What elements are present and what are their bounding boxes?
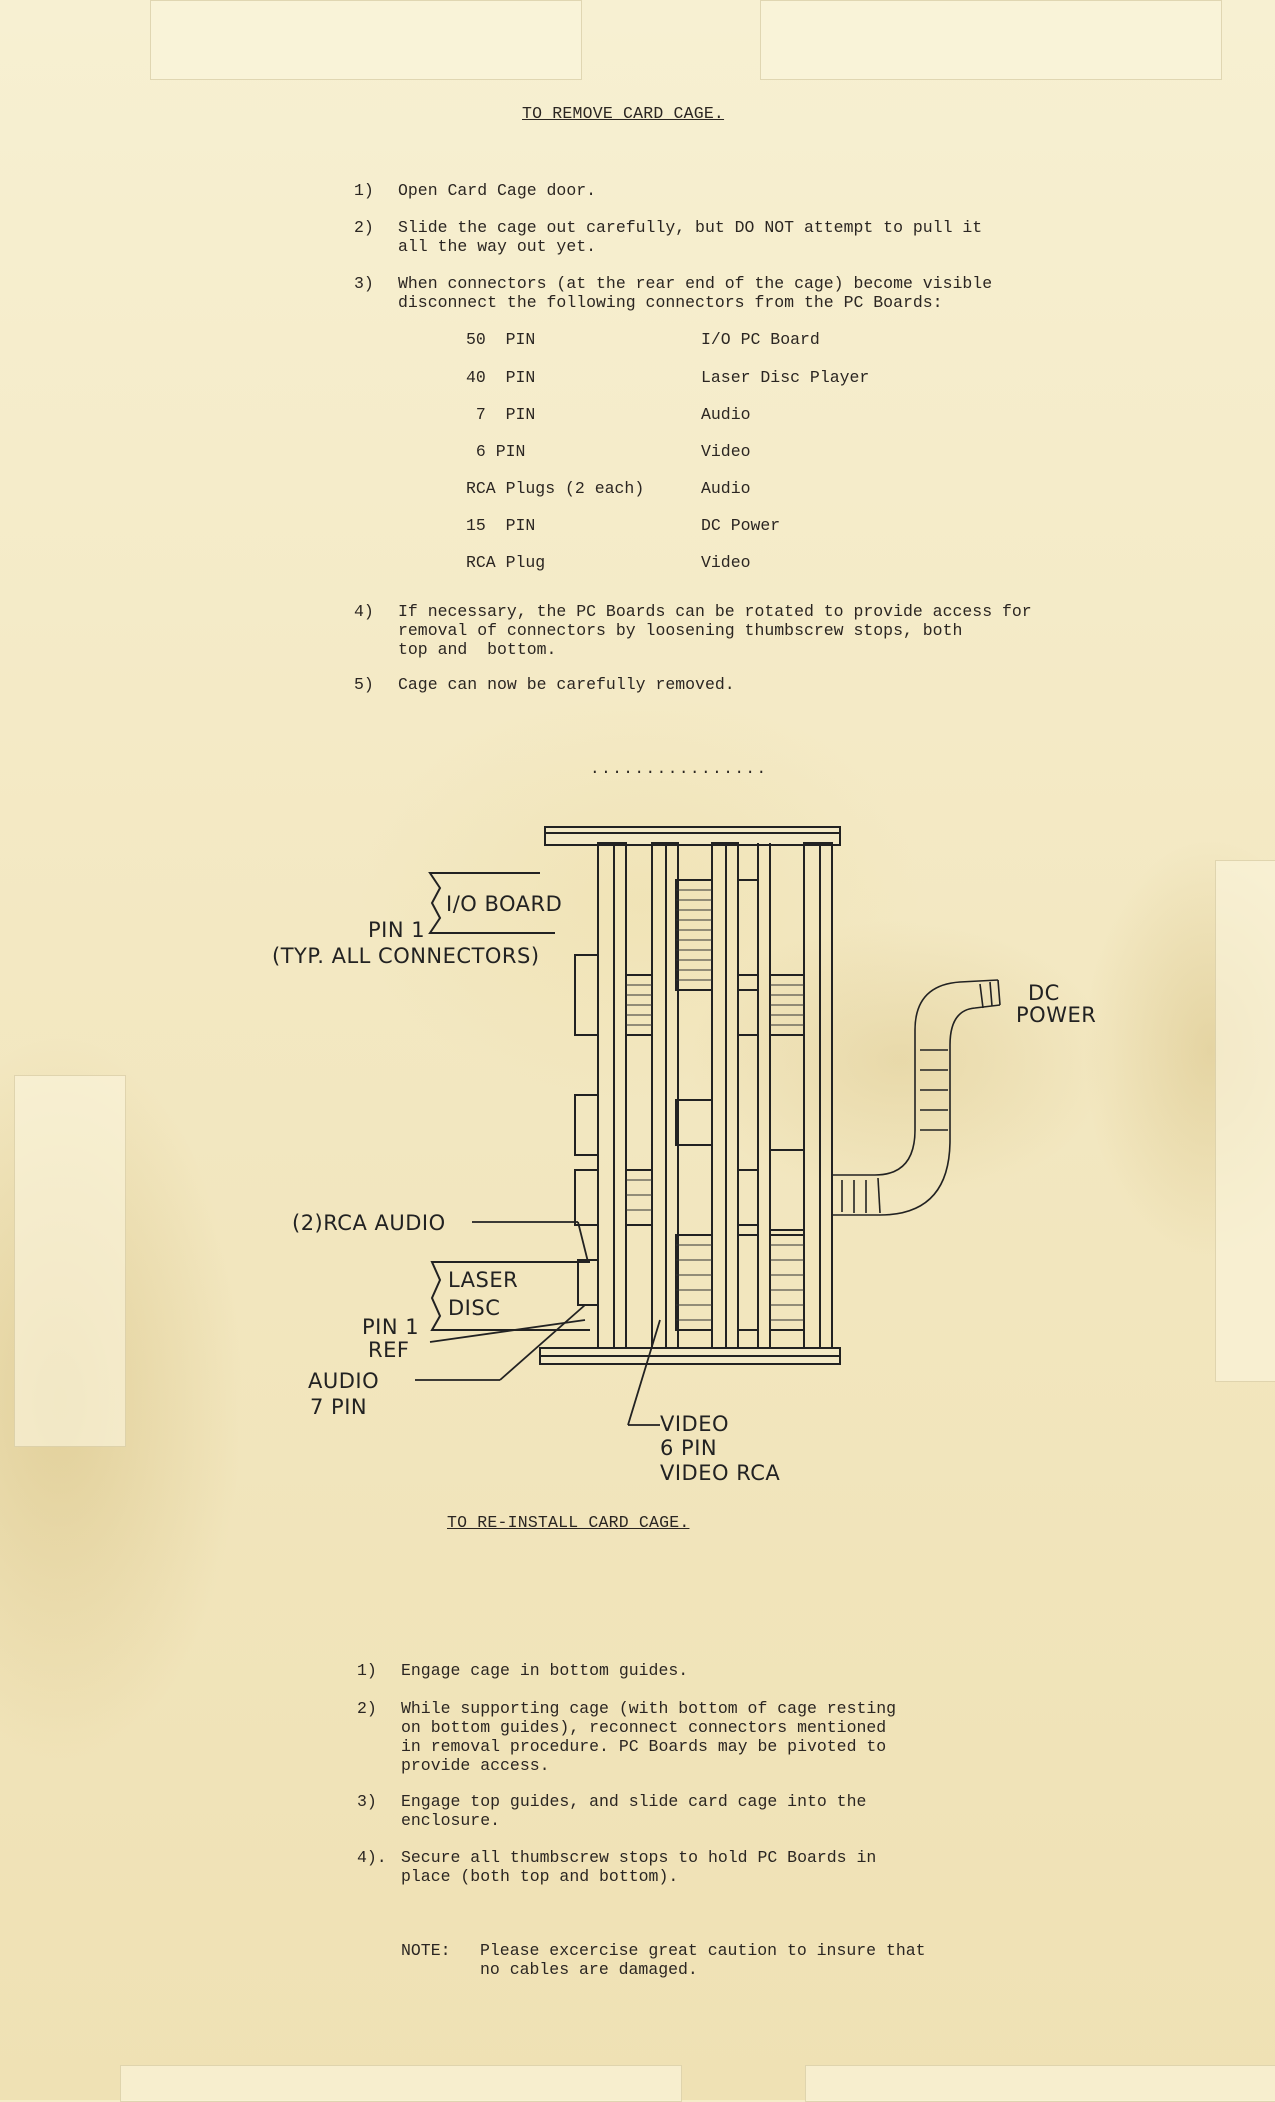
note-text: Please excercise great caution to insure… [480, 1941, 926, 1979]
connector-pins: 15 PIN [466, 516, 536, 535]
connector-destination: Video [701, 553, 751, 572]
step-number: 3) [354, 274, 374, 293]
reinstall-heading: TO RE-INSTALL CARD CAGE. [447, 1513, 690, 1532]
connector-destination: I/O PC Board [701, 330, 820, 349]
label-ref: REF [368, 1338, 409, 1362]
label-audio: AUDIO [308, 1369, 379, 1393]
step-text: Engage top guides, and slide card cage i… [401, 1792, 867, 1830]
connector-pins: RCA Plugs (2 each) [466, 479, 645, 498]
label-laser: LASER [448, 1268, 518, 1292]
tape-strip [760, 0, 1222, 80]
step-text: When connectors (at the rear end of the … [398, 274, 993, 312]
step-number: 4) [354, 602, 374, 621]
label-disc: DISC [448, 1296, 500, 1320]
step-number: 2) [357, 1699, 377, 1718]
tape-strip [805, 2065, 1275, 2102]
step-text: Cage can now be carefully removed. [398, 675, 735, 694]
remove-heading: TO REMOVE CARD CAGE. [522, 104, 725, 123]
tape-strip [120, 2065, 682, 2102]
connector-destination: Video [701, 442, 751, 461]
connector-pins: 50 PIN [466, 330, 536, 349]
connector-pins: 7 PIN [466, 405, 536, 424]
label-7-pin: 7 PIN [310, 1395, 367, 1419]
step-number: 5) [354, 675, 374, 694]
step-number: 2) [354, 218, 374, 237]
label-pin1-ref: PIN 1 [362, 1315, 419, 1339]
step-number: 1) [354, 181, 374, 200]
tape-strip [14, 1075, 126, 1447]
step-text: If necessary, the PC Boards can be rotat… [398, 602, 1032, 659]
connector-destination: Audio [701, 405, 751, 424]
separator-dots: ................ [590, 760, 768, 778]
connector-pins: 40 PIN [466, 368, 536, 387]
connector-destination: Audio [701, 479, 751, 498]
label-video-rca: VIDEO RCA [660, 1461, 780, 1485]
step-number: 4). [357, 1848, 387, 1867]
step-number: 3) [357, 1792, 377, 1811]
connector-pins: 6 PIN [466, 442, 526, 461]
label-rca-audio: (2)RCA AUDIO [292, 1211, 446, 1235]
step-number: 1) [357, 1661, 377, 1680]
label-6-pin: 6 PIN [660, 1436, 717, 1460]
tape-strip [150, 0, 582, 80]
label-dc: DC [1028, 981, 1060, 1005]
tape-strip [1215, 860, 1275, 1382]
connector-destination: DC Power [701, 516, 781, 535]
label-video: VIDEO [660, 1412, 729, 1436]
connector-pins: RCA Plug [466, 553, 546, 572]
connector-destination: Laser Disc Player [701, 368, 870, 387]
step-text: While supporting cage (with bottom of ca… [401, 1699, 897, 1775]
step-text: Secure all thumbscrew stops to hold PC B… [401, 1848, 877, 1886]
step-text: Slide the cage out carefully, but DO NOT… [398, 218, 983, 256]
label-typ-all: (TYP. ALL CONNECTORS) [272, 944, 540, 968]
step-text: Open Card Cage door. [398, 181, 597, 200]
label-pin1: PIN 1 [368, 918, 425, 942]
note-label: NOTE: [401, 1941, 451, 1960]
label-io-board: I/O BOARD [446, 892, 562, 916]
label-power: POWER [1016, 1003, 1096, 1027]
step-text: Engage cage in bottom guides. [401, 1661, 689, 1680]
